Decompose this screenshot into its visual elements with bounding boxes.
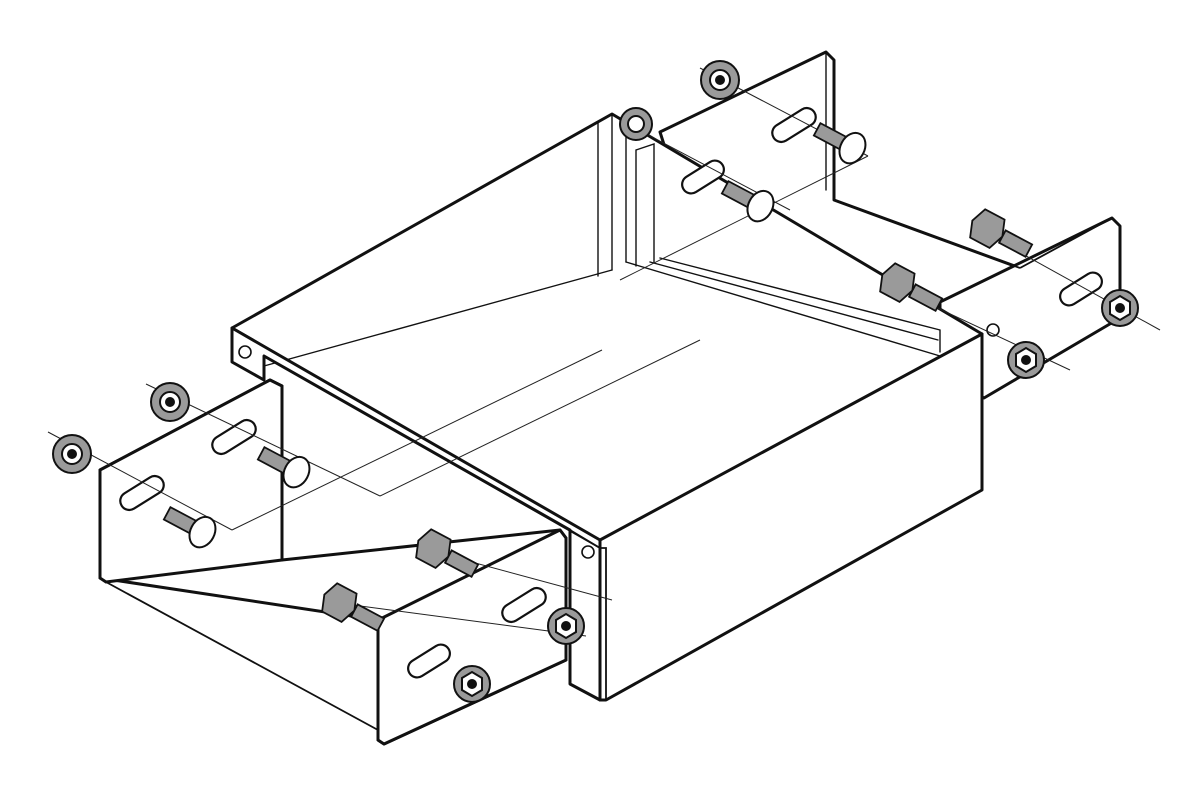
flange-nut	[453, 665, 491, 703]
slot	[771, 106, 817, 144]
hex-flange-bolt	[969, 208, 1034, 259]
serrated-nut	[619, 107, 653, 141]
carriage-bolt	[162, 505, 217, 549]
hex-flange-bolt	[879, 262, 944, 313]
axis-line	[619, 155, 869, 281]
slot	[119, 474, 165, 512]
rivet-hole	[581, 545, 595, 559]
box-top-edge	[263, 355, 601, 549]
carriage-bolt	[256, 445, 311, 489]
carriage-bolt	[720, 179, 775, 223]
slot	[211, 418, 257, 456]
box-inner-flange	[635, 143, 655, 267]
box-front-wall	[598, 332, 984, 702]
flange-nut	[1007, 341, 1045, 379]
box-inner-corner	[597, 113, 627, 277]
left-channel-end-plate	[98, 378, 284, 584]
hex-flange-bolt	[321, 582, 386, 633]
rivet-hole	[238, 345, 252, 359]
flange-nut	[1101, 289, 1139, 327]
axis-line	[329, 601, 587, 637]
slot	[1059, 271, 1103, 307]
serrated-nut	[52, 434, 92, 474]
box-inner-lip	[659, 257, 941, 353]
slot	[681, 159, 725, 195]
serrated-nut	[700, 60, 740, 100]
right-channel-fold-line	[833, 199, 1113, 269]
box-inner-floor-edge	[263, 261, 941, 367]
hex-flange-bolt	[415, 528, 480, 579]
slot	[501, 586, 547, 624]
left-side-channel	[98, 378, 568, 746]
axis-line	[379, 339, 701, 497]
serrated-nut	[150, 382, 190, 422]
center-junction-box	[230, 112, 1000, 702]
flange-nut	[547, 607, 585, 645]
slot	[407, 643, 451, 679]
carriage-bolt	[812, 121, 867, 165]
axis-line	[231, 349, 603, 531]
